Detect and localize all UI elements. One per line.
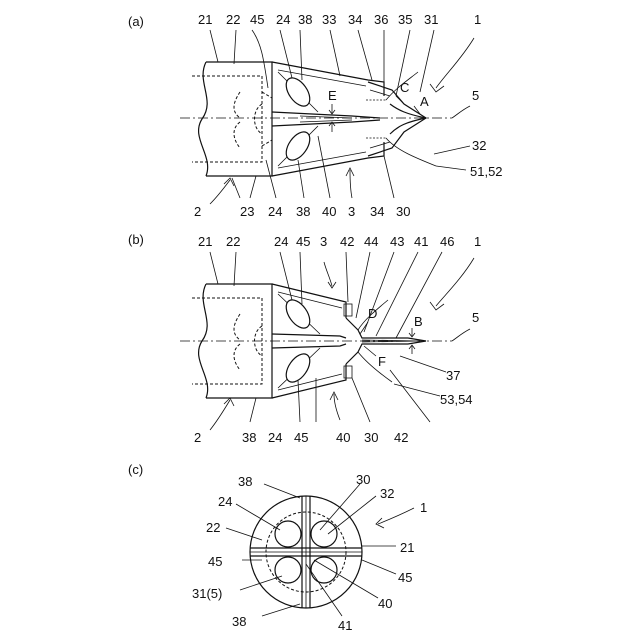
ref-b-46: 46	[440, 234, 454, 249]
ref-a-38b: 38	[296, 204, 310, 219]
ref-b-30: 30	[364, 430, 378, 445]
ref-b-2: 2	[194, 430, 201, 445]
ref-a-34: 34	[348, 12, 362, 27]
letter-a-A: A	[420, 94, 429, 109]
ref-c-38b: 38	[232, 614, 246, 629]
ref-b-5: 5	[472, 310, 479, 325]
ref-b-45: 45	[296, 234, 310, 249]
ref-b-21: 21	[198, 234, 212, 249]
panel-c: (c) 38 30 32 1 24 22 21 45	[128, 462, 427, 633]
ref-a-31: 31	[424, 12, 438, 27]
panel-b-label: (b)	[128, 232, 144, 247]
ref-c-45: 45	[208, 554, 222, 569]
ref-b-42b: 42	[394, 430, 408, 445]
ref-c-38: 38	[238, 474, 252, 489]
letter-a-C: C	[400, 80, 409, 95]
ref-b-42: 42	[340, 234, 354, 249]
ref-a-33: 33	[322, 12, 336, 27]
ref-b-53-54: 53,54	[440, 392, 473, 407]
ref-c-31-5: 31(5)	[192, 586, 222, 601]
ref-b-1: 1	[474, 234, 481, 249]
ref-c-32: 32	[380, 486, 394, 501]
panel-a: (a)	[128, 12, 503, 219]
ref-a-38: 38	[298, 12, 312, 27]
ref-a-22: 22	[226, 12, 240, 27]
ref-a-32: 32	[472, 138, 486, 153]
ref-a-30: 30	[396, 204, 410, 219]
letter-b-F: F	[378, 354, 386, 369]
ref-a-24: 24	[276, 12, 290, 27]
ref-b-44: 44	[364, 234, 378, 249]
ref-a-5: 5	[472, 88, 479, 103]
ref-a-51-52: 51,52	[470, 164, 503, 179]
ref-a-36: 36	[374, 12, 388, 27]
letter-a-E: E	[328, 88, 337, 103]
ref-a-1: 1	[474, 12, 481, 27]
letter-b-B: B	[414, 314, 423, 329]
ref-c-45b: 45	[398, 570, 412, 585]
ref-a-21: 21	[198, 12, 212, 27]
ref-a-23: 23	[240, 204, 254, 219]
ref-a-35: 35	[398, 12, 412, 27]
ref-b-37: 37	[446, 368, 460, 383]
ref-c-40: 40	[378, 596, 392, 611]
hole-icon	[275, 557, 301, 583]
hole-icon	[275, 521, 301, 547]
ref-c-41: 41	[338, 618, 352, 633]
ref-a-3: 3	[348, 204, 355, 219]
ref-a-2: 2	[194, 204, 201, 219]
ref-b-22: 22	[226, 234, 240, 249]
ref-c-30: 30	[356, 472, 370, 487]
ref-b-41: 41	[414, 234, 428, 249]
panel-b: (b)	[128, 232, 481, 445]
ref-b-24b: 24	[268, 430, 282, 445]
ref-b-38: 38	[242, 430, 256, 445]
panel-c-label: (c)	[128, 462, 143, 477]
ref-b-40: 40	[336, 430, 350, 445]
ref-b-3: 3	[320, 234, 327, 249]
break-line	[199, 62, 208, 176]
ref-c-24: 24	[218, 494, 232, 509]
ref-b-45b: 45	[294, 430, 308, 445]
ref-a-40: 40	[322, 204, 336, 219]
letter-b-D: D	[368, 306, 377, 321]
ref-b-24: 24	[274, 234, 288, 249]
ref-a-45: 45	[250, 12, 264, 27]
ref-c-1: 1	[420, 500, 427, 515]
panel-a-label: (a)	[128, 14, 144, 29]
ref-c-21: 21	[400, 540, 414, 555]
ref-b-43: 43	[390, 234, 404, 249]
ref-a-24b: 24	[268, 204, 282, 219]
ref-c-22: 22	[206, 520, 220, 535]
ref-a-34b: 34	[370, 204, 384, 219]
